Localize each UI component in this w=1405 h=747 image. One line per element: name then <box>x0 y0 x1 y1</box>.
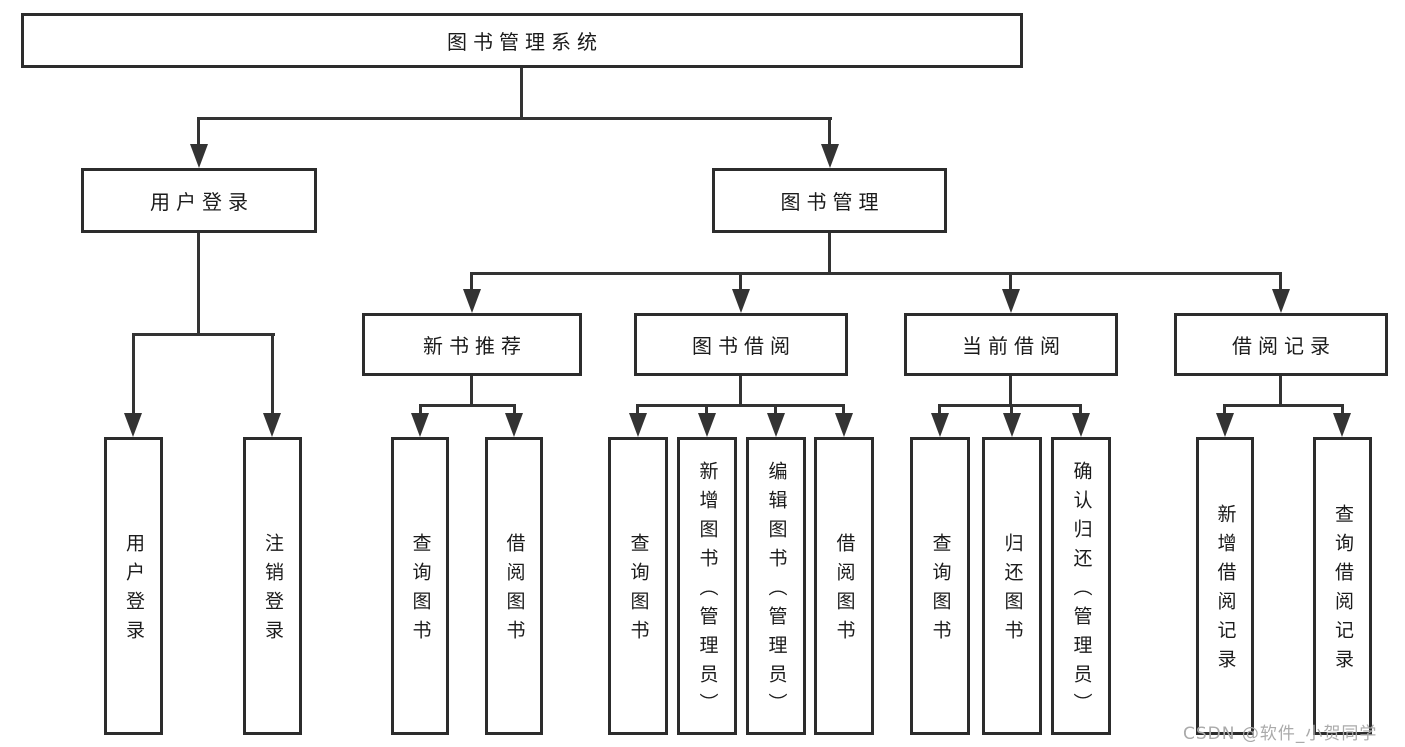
node-logout: 注销登录 <box>243 437 302 735</box>
connector-drop-leaf <box>419 404 422 418</box>
connector-drop-book-mgmt <box>828 117 831 149</box>
node-book-borrowing: 图书借阅 <box>634 313 848 376</box>
node-borrow-books-borrow-label: 借阅图书 <box>833 533 856 649</box>
connector-borrow-record-bar <box>1223 404 1344 407</box>
node-user-login-label: 用户登录 <box>150 190 254 214</box>
arrow-down-icon <box>629 413 647 437</box>
connector-drop-new-book <box>470 272 473 292</box>
node-return-books: 归还图书 <box>982 437 1042 735</box>
node-borrow-books-borrow: 借阅图书 <box>814 437 874 735</box>
node-add-books-admin: 新增图书（管理员） <box>677 437 737 735</box>
node-query-books-borrow-label: 查询图书 <box>627 533 650 649</box>
arrow-down-icon <box>1002 289 1020 313</box>
connector-user-login-stem <box>197 233 200 335</box>
arrow-down-icon <box>1272 289 1290 313</box>
arrow-down-icon <box>463 289 481 313</box>
node-borrowing-records-label: 借阅记录 <box>1232 334 1336 358</box>
node-query-borrow-record: 查询借阅记录 <box>1313 437 1372 735</box>
connector-drop-leaf <box>636 404 639 418</box>
connector-drop-leaf <box>938 404 941 418</box>
connector-root-bar <box>198 117 832 120</box>
connector-borrow-record-stem <box>1279 376 1282 407</box>
connector-book-borrow-bar <box>636 404 845 407</box>
node-confirm-return-admin: 确认归还（管理员） <box>1051 437 1111 735</box>
connector-book-mgmt-bar <box>470 272 1282 275</box>
arrow-down-icon <box>1072 413 1090 437</box>
connector-new-book-stem <box>470 376 473 407</box>
node-new-book-recommend-label: 新书推荐 <box>423 334 527 358</box>
connector-drop-leaf <box>774 404 777 418</box>
connector-drop-book-borrow <box>739 272 742 292</box>
connector-drop-leaf <box>1079 404 1082 418</box>
arrow-down-icon <box>931 413 949 437</box>
node-add-borrow-record-label: 新增借阅记录 <box>1214 504 1237 678</box>
node-query-books-recommend-label: 查询图书 <box>409 533 432 649</box>
node-borrow-books-recommend: 借阅图书 <box>485 437 543 735</box>
node-borrowing-records: 借阅记录 <box>1174 313 1388 376</box>
connector-drop-leaf <box>1010 404 1013 418</box>
connector-drop-leaf <box>842 404 845 418</box>
node-book-mgmt-label: 图书管理 <box>780 190 885 214</box>
connector-drop-leaf <box>1341 404 1344 418</box>
node-edit-books-admin: 编辑图书（管理员） <box>746 437 806 735</box>
connector-drop-leaf <box>705 404 708 418</box>
connector-drop-current-borrow <box>1009 272 1012 292</box>
node-root-label: 图书管理系统 <box>447 30 603 54</box>
node-logout-label: 注销登录 <box>262 533 284 649</box>
node-query-books-current: 查询图书 <box>910 437 970 735</box>
node-query-borrow-record-label: 查询借阅记录 <box>1332 504 1354 678</box>
arrow-down-icon <box>1216 413 1234 437</box>
arrow-down-icon <box>411 413 429 437</box>
connector-drop-leaf <box>513 404 516 418</box>
arrow-down-icon <box>1333 413 1351 437</box>
connector-user-login-bar <box>132 333 275 336</box>
arrow-down-icon <box>1003 413 1021 437</box>
node-user-login-leaf: 用户登录 <box>104 437 163 735</box>
node-add-books-admin-label: 新增图书（管理员） <box>696 460 719 722</box>
connector-book-mgmt-stem <box>828 233 831 274</box>
node-book-mgmt: 图书管理 <box>712 168 947 233</box>
node-confirm-return-admin-label: 确认归还（管理员） <box>1070 460 1093 722</box>
arrow-down-icon <box>821 144 839 168</box>
node-current-borrowing-label: 当前借阅 <box>962 334 1066 358</box>
connector-book-borrow-stem <box>739 376 742 407</box>
arrow-down-icon <box>124 413 142 437</box>
connector-drop-logout-leaf <box>271 333 274 417</box>
node-query-books-recommend: 查询图书 <box>391 437 449 735</box>
arrow-down-icon <box>698 413 716 437</box>
connector-new-book-bar <box>419 404 516 407</box>
arrow-down-icon <box>263 413 281 437</box>
arrow-down-icon <box>190 144 208 168</box>
arrow-down-icon <box>767 413 785 437</box>
node-add-borrow-record: 新增借阅记录 <box>1196 437 1254 735</box>
watermark: CSDN @软件_小贺同学 <box>1183 724 1378 744</box>
node-root: 图书管理系统 <box>21 13 1023 68</box>
node-user-login-leaf-label: 用户登录 <box>123 533 145 649</box>
connector-drop-leaf <box>1223 404 1226 418</box>
node-current-borrowing: 当前借阅 <box>904 313 1118 376</box>
arrow-down-icon <box>505 413 523 437</box>
connector-drop-login-leaf <box>132 333 135 417</box>
node-book-borrowing-label: 图书借阅 <box>692 334 796 358</box>
node-new-book-recommend: 新书推荐 <box>362 313 582 376</box>
node-return-books-label: 归还图书 <box>1001 533 1024 649</box>
connector-current-borrow-stem <box>1009 376 1012 407</box>
arrow-down-icon <box>835 413 853 437</box>
node-borrow-books-recommend-label: 借阅图书 <box>503 533 526 649</box>
node-edit-books-admin-label: 编辑图书（管理员） <box>765 460 788 722</box>
connector-drop-borrow-record <box>1279 272 1282 292</box>
node-query-books-current-label: 查询图书 <box>929 533 952 649</box>
node-user-login: 用户登录 <box>81 168 317 233</box>
node-query-books-borrow: 查询图书 <box>608 437 668 735</box>
connector-drop-user-login <box>197 117 200 149</box>
connector-root-stem <box>520 68 523 119</box>
arrow-down-icon <box>732 289 750 313</box>
